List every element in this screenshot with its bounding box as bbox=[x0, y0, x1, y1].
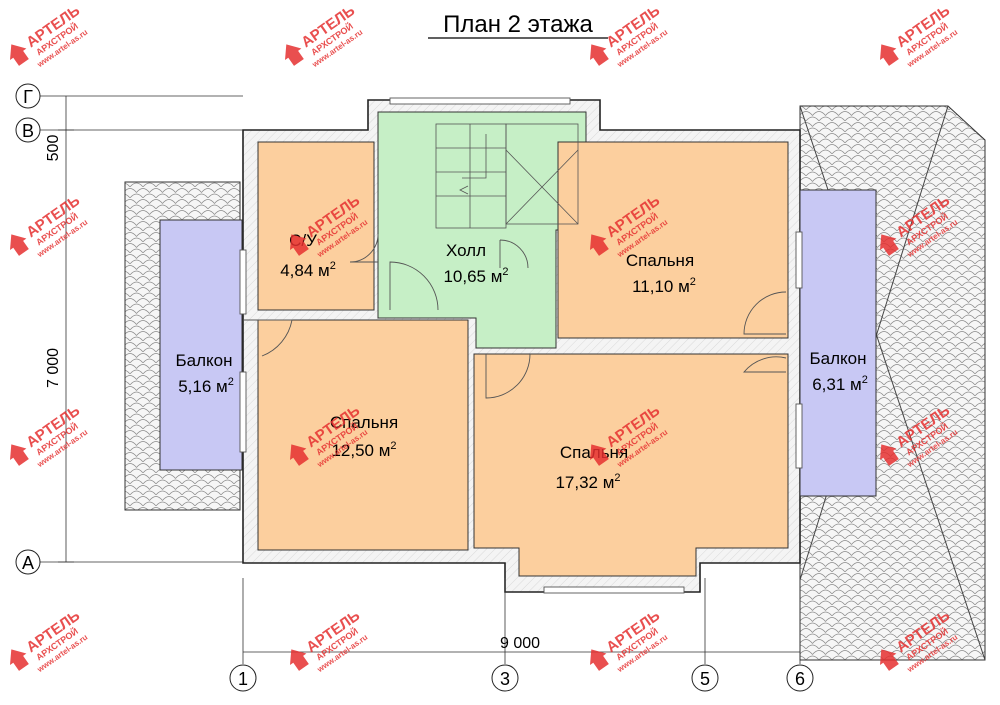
door-balcony-left bbox=[244, 319, 293, 357]
window-right-2 bbox=[795, 403, 803, 469]
axis-col-6: 6 bbox=[786, 664, 814, 692]
axis-row-a: А bbox=[15, 549, 41, 575]
room-label-area: 10,65 м2 bbox=[443, 266, 508, 286]
room-balcony-right bbox=[799, 189, 877, 497]
doors-windows bbox=[239, 97, 803, 594]
svg-text:6: 6 bbox=[795, 669, 805, 689]
door-bedroom-3 bbox=[743, 356, 787, 373]
svg-text:5: 5 bbox=[700, 669, 710, 689]
svg-text:1: 1 bbox=[238, 669, 248, 689]
door-bedroom-1 bbox=[743, 291, 787, 335]
axis-row-v: В bbox=[15, 117, 41, 143]
svg-text:А: А bbox=[22, 553, 34, 573]
room-hall bbox=[377, 111, 587, 349]
dimension-labels: 500 7 000 9 000 bbox=[45, 135, 540, 652]
room-label-name: Холл bbox=[446, 241, 486, 260]
plan-title: План 2 этажа bbox=[443, 11, 593, 38]
window-top bbox=[389, 97, 571, 105]
room-label-area: 11,10 м2 bbox=[632, 276, 696, 296]
room-label-name: Балкон bbox=[175, 351, 232, 370]
svg-text:3: 3 bbox=[500, 669, 510, 689]
room-label-name: Спальня bbox=[330, 413, 398, 432]
room-label-area: 17,32 м2 bbox=[555, 472, 620, 492]
room-balcony-left bbox=[159, 219, 243, 471]
dimension-width: 9 000 bbox=[500, 635, 540, 652]
room-label-name: Балкон bbox=[809, 349, 866, 368]
window-left-1 bbox=[239, 249, 247, 315]
room-labels: С/У 4,84 м2 Холл 10,65 м2 Спальня 11,10 … bbox=[175, 231, 867, 492]
room-bedroom-3 bbox=[473, 353, 789, 577]
room-bathroom bbox=[257, 141, 375, 311]
dimension-height: 7 000 bbox=[45, 348, 62, 388]
room-bedroom-1 bbox=[557, 141, 789, 339]
room-bedroom-2 bbox=[257, 319, 469, 551]
window-right-1 bbox=[795, 231, 803, 289]
window-left-2 bbox=[239, 371, 247, 453]
room-label-name: Спальня bbox=[626, 251, 694, 270]
staircase bbox=[435, 123, 579, 229]
door-hall bbox=[389, 261, 439, 311]
svg-text:Г: Г bbox=[23, 87, 33, 107]
dimension-top-offset: 500 bbox=[45, 135, 62, 162]
room-label-area: 6,31 м2 bbox=[812, 374, 868, 394]
rooms bbox=[159, 111, 877, 577]
svg-text:В: В bbox=[22, 121, 34, 141]
room-label-area: 4,84 м2 bbox=[280, 260, 336, 280]
door-bedroom-3-inner bbox=[485, 353, 531, 399]
room-label-area: 12,50 м2 bbox=[331, 440, 396, 460]
window-bottom bbox=[543, 586, 685, 594]
axis-col-5: 5 bbox=[691, 664, 719, 692]
axis-col-1: 1 bbox=[229, 664, 257, 692]
axis-col-3: 3 bbox=[491, 664, 519, 692]
door-stair bbox=[499, 239, 529, 269]
dimension-lines bbox=[40, 95, 801, 664]
door-bathroom bbox=[349, 233, 379, 263]
axis-markers: Г В А 1 3 5 6 bbox=[15, 83, 814, 692]
axis-row-g: Г bbox=[15, 83, 41, 109]
room-label-area: 5,16 м2 bbox=[178, 376, 234, 396]
